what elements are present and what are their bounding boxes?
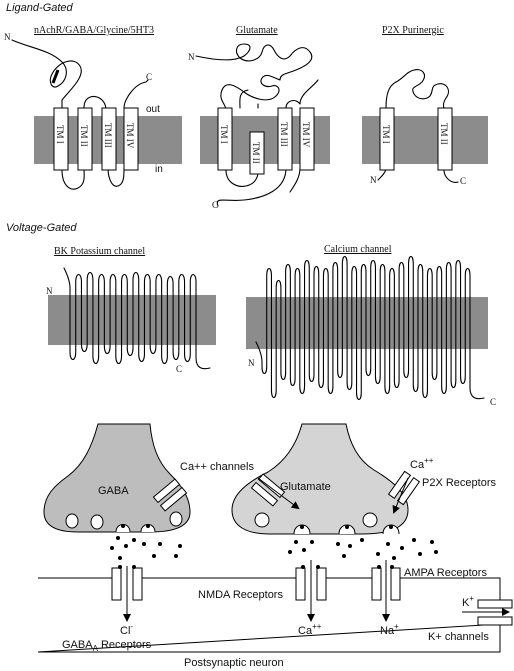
postsynaptic-membrane	[37, 577, 501, 653]
na-ion-label: Na+	[380, 622, 399, 637]
glutamate-terminal	[231, 423, 409, 535]
calcium-channel: Calcium channel N C	[246, 244, 496, 407]
glutamate-ca-channel	[250, 473, 286, 507]
ligand-gated-section: Ligand-Gated nAchR/GABA/Glycine/5HT3 out…	[4, 2, 488, 210]
neurotransmitter-dot	[300, 525, 304, 529]
ca-ion-label: Ca++	[298, 622, 322, 637]
glutamate-terminal-label: Glutamate	[280, 481, 331, 493]
cl-ion-label: Cl-	[120, 622, 133, 637]
nachr-receptor: nAchR/GABA/Glycine/5HT3 out in N C TM I …	[4, 25, 182, 190]
calcium-membrane	[246, 297, 488, 349]
vesicle	[169, 511, 183, 527]
glutamate-tm4-label: TM IV	[301, 122, 311, 148]
gaba-a-receptor	[111, 565, 143, 622]
glutamate-label: Glutamate	[236, 25, 278, 36]
nachr-loop-mark	[51, 69, 60, 84]
ligand-gated-title: Ligand-Gated	[6, 2, 74, 14]
p2x-tm1	[379, 107, 395, 171]
nachr-tm1-label: TM I	[55, 125, 65, 144]
glutamate-tm3-label: TM III	[279, 122, 289, 147]
nachr-c-terminus: C	[146, 72, 152, 82]
bk-channel: BK Potassium channel N C	[46, 246, 216, 374]
p2x-tm1-label: TM I	[381, 125, 391, 144]
nmda-receptors-label: NMDA Receptors	[198, 589, 283, 601]
glutamate-tm2-label: TM II	[251, 142, 261, 164]
nachr-n-terminus: N	[4, 32, 11, 42]
synaptic-cleft-dots	[110, 536, 438, 560]
ca-influx-arrow	[257, 477, 300, 510]
neurotransmitter-dot	[121, 524, 125, 528]
p2x-n-terminus: N	[370, 175, 377, 185]
neurotransmitter-dot	[146, 524, 150, 528]
vesicle	[65, 513, 79, 529]
ca-top-label: Ca++	[410, 456, 434, 471]
k-channels-label: K+ channels	[428, 631, 489, 643]
p2x-influx-arrow	[392, 477, 409, 514]
nachr-label: nAchR/GABA/Glycine/5HT3	[34, 25, 154, 36]
nachr-tm4	[123, 107, 139, 171]
voltage-gated-section: Voltage-Gated BK Potassium channel N C C…	[6, 222, 496, 407]
calcium-channel-label: Calcium channel	[324, 244, 392, 255]
glutamate-tm4	[299, 107, 315, 171]
glutamate-chain	[195, 43, 319, 207]
nachr-tm4-label: TM IV	[125, 123, 135, 149]
nachr-chain	[11, 39, 149, 190]
nmda-receptor	[295, 560, 327, 622]
p2x-c-terminus: C	[460, 176, 466, 186]
glutamate-n-terminus: N	[188, 52, 195, 62]
calcium-n-terminus: N	[248, 358, 255, 368]
p2x-channel	[387, 470, 421, 506]
p2x-tm2-label: TM II	[439, 123, 449, 145]
bk-n-terminus: N	[46, 286, 53, 296]
nachr-tm2-label: TM II	[79, 125, 89, 147]
ampa-receptor	[371, 560, 401, 622]
glutamate-c-terminus: C	[212, 200, 218, 210]
calcium-c-terminus: C	[490, 397, 496, 407]
nachr-tm3-label: TM III	[103, 123, 113, 148]
glutamate-tm1	[217, 107, 233, 171]
gaba-ca-channel	[152, 478, 188, 512]
vesicle	[254, 512, 270, 528]
bk-channel-label: BK Potassium channel	[54, 246, 145, 257]
postsynaptic-neuron-label: Postsynaptic neuron	[184, 657, 284, 669]
gaba-terminal	[43, 423, 191, 533]
glutamate-tm1-label: TM I	[219, 125, 229, 144]
ca-channels-label: Ca++ channels	[180, 461, 254, 473]
glutamate-receptor: Glutamate N C TM I TM II TM III TM IV	[188, 25, 330, 210]
neurotransmitter-dot	[345, 525, 349, 529]
bk-c-terminus: C	[176, 364, 182, 374]
voltage-gated-title: Voltage-Gated	[6, 222, 77, 234]
vesicle	[90, 514, 104, 530]
p2x-tm2	[437, 107, 453, 171]
p2x-receptors-label: P2X Receptors	[422, 477, 496, 489]
glutamate-tm2	[249, 131, 265, 175]
calcium-chain	[255, 255, 485, 401]
membrane-out-label: out	[146, 104, 160, 115]
neurotransmitter-dot	[389, 525, 393, 529]
p2x-receptor: P2X Purinergic N C TM I TM II	[362, 25, 488, 186]
ampa-receptors-label: AMPA Receptors	[404, 567, 487, 579]
gaba-a-receptors-label: GABAA Receptors	[62, 639, 152, 653]
k-ion-label: K+	[462, 594, 474, 609]
k-channel	[462, 599, 513, 626]
p2x-label: P2X Purinergic	[382, 25, 444, 36]
nachr-tm2	[77, 107, 93, 171]
nachr-tm1	[53, 107, 69, 171]
gaba-terminal-label: GABA	[98, 485, 129, 497]
nachr-tm3	[101, 107, 117, 171]
glutamate-tm3	[277, 107, 293, 171]
synapse-section: GABA Ca++ channels Glutamate	[37, 423, 513, 669]
vesicle	[362, 512, 378, 528]
bk-chain	[63, 267, 211, 370]
membrane-in-label: in	[155, 164, 163, 175]
